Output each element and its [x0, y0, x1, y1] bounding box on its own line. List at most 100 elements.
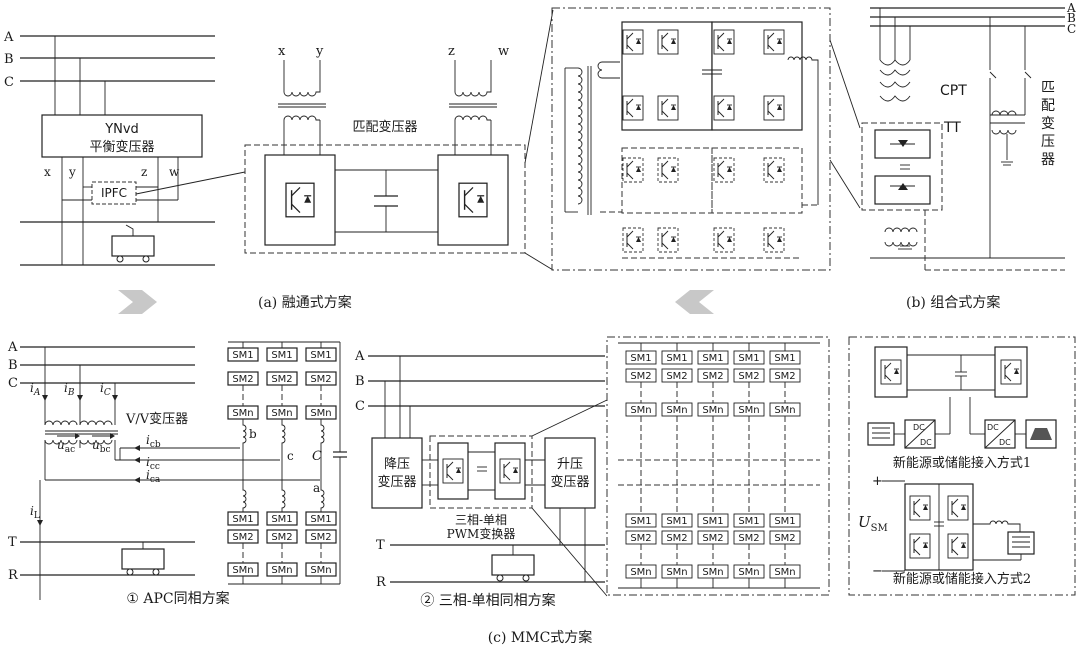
- mmc-sm-label-2-1-0: SM1: [702, 516, 723, 527]
- c1-sm-f1-label: SM1: [310, 514, 331, 525]
- ipfc-label: IPFC: [101, 186, 127, 200]
- mmc-sm-label-2-1-1: SM2: [702, 533, 723, 544]
- c1-rail-r: R: [8, 568, 19, 583]
- b-vert-4: 压: [1041, 134, 1055, 150]
- c2-locomotive: [491, 554, 535, 576]
- pwm-l2: PWM变换器: [447, 526, 516, 541]
- arrow-left-icon: [675, 290, 714, 314]
- term-z: z: [141, 165, 147, 179]
- c1-sm-f2-label: SM2: [310, 532, 331, 543]
- vv-transformer-label: V/V变压器: [125, 411, 188, 427]
- xfmr-left-x: x: [278, 44, 286, 59]
- mmc-sm-label-3-1-0: SM1: [738, 516, 759, 527]
- c1-phase-b: B: [8, 358, 18, 373]
- mmc-sm-1-1-0: [661, 513, 693, 528]
- tt-converter-box: [861, 122, 943, 211]
- i-a: iA: [30, 381, 41, 398]
- c1-sm-a3-label: SMn: [232, 408, 253, 419]
- c1-sm-c2-label: SM2: [310, 374, 331, 385]
- ipfc-box: [91, 181, 137, 205]
- u-bc: ubc: [92, 438, 111, 455]
- i-cc: icc: [146, 455, 160, 472]
- b-vert-3: 变: [1041, 116, 1055, 132]
- panel-c1: A B C iA iB iC V/V变压器 uac ubc icb icc ic…: [7, 340, 347, 607]
- caption-c1: ① APC同相方案: [126, 590, 229, 607]
- arrow-right-icon: [118, 290, 157, 314]
- access-1-label: 新能源或储能接入方式1: [893, 455, 1031, 471]
- mmc-sm-label-4-1-0: SM1: [774, 516, 795, 527]
- xfmr-right-z: z: [448, 44, 455, 59]
- c1-sm-b1-label: SM1: [271, 350, 292, 361]
- panel-a: A B C YNvd 平衡变压器 x y z w IPFC x y: [3, 9, 554, 271]
- mmc-sm-label-1-0-0: SM1: [666, 353, 687, 364]
- c1-sm-f3-label: SMn: [310, 565, 331, 576]
- mmc-sm-label-2-0-2: SMn: [702, 405, 723, 416]
- node-a: a: [313, 481, 320, 495]
- phase-c-label: C: [4, 75, 14, 90]
- c1-sm-c3-label: SMn: [310, 408, 331, 419]
- node-b: b: [249, 427, 257, 441]
- plus-sign: +: [872, 474, 883, 489]
- minus-sign: −: [872, 564, 883, 579]
- dcdc1-bot: DC: [920, 438, 932, 447]
- mmc-sm-2-1-0: [697, 513, 729, 528]
- mmc-sm-label-3-0-2: SMn: [738, 405, 759, 416]
- step-down-l1: 降压: [384, 457, 410, 472]
- battery-icon-2: [1007, 531, 1035, 555]
- mmc-grid: SM1SM2SMnSM1SM2SMnSM1SM2SMnSM1SM2SMnSM1S…: [618, 342, 820, 589]
- access-2-label: 新能源或储能接入方式2: [893, 571, 1031, 587]
- mmc-sm-label-0-1-1: SM2: [630, 533, 651, 544]
- step-up-l1: 升压: [557, 457, 583, 472]
- caption-a: (a) 融通式方案: [258, 294, 352, 311]
- mmc-sm-label-1-1-0: SM1: [666, 516, 687, 527]
- mmc-sm-label-4-1-2: SMn: [774, 567, 795, 578]
- c1-locomotive: [121, 548, 165, 570]
- mmc-sm-label-0-1-2: SMn: [630, 567, 651, 578]
- c1-sm-b3-label: SMn: [271, 408, 292, 419]
- c2-phase-a: A: [354, 349, 365, 364]
- c1-sm-b2-label: SM2: [271, 374, 292, 385]
- c1-rail-t: T: [8, 535, 17, 550]
- mmc-sm-label-1-0-1: SM2: [666, 371, 687, 382]
- b-phase-a: A: [1066, 1, 1076, 15]
- c1-sm-d3-label: SMn: [232, 565, 253, 576]
- mmc-sm-3-1-0: [733, 513, 765, 528]
- b-vert-1: 匹: [1041, 80, 1055, 96]
- term-x: x: [44, 165, 51, 179]
- c2-rail-r: R: [376, 575, 387, 590]
- mmc-sm-label-0-0-2: SMn: [630, 405, 651, 416]
- caption-c: (c) MMC式方案: [488, 629, 593, 646]
- mmc-sm-label-0-0-0: SM1: [630, 353, 651, 364]
- caption-c2: ② 三相-单相同相方案: [420, 592, 555, 609]
- mmc-sm-label-3-0-1: SM2: [738, 371, 759, 382]
- cpt-label: CPT: [940, 83, 967, 99]
- i-l: iL: [30, 504, 40, 521]
- pwm-converter-box: [429, 435, 533, 509]
- i-c: iC: [100, 381, 111, 398]
- node-c: c: [287, 449, 294, 463]
- caption-b: (b) 组合式方案: [906, 294, 1000, 311]
- mmc-sm-label-2-0-0: SM1: [702, 353, 723, 364]
- c1-sm-e2-label: SM2: [271, 532, 292, 543]
- i-ca: ica: [146, 468, 161, 485]
- dcdc2-top: DC: [987, 423, 999, 432]
- ynvd-transformer-box: [41, 114, 203, 158]
- panel-c3: DC DC DC DC 新能源或储能接入方式1 + − USM: [848, 336, 1076, 596]
- mmc-sm-4-1-0: [769, 513, 801, 528]
- ynvd-label: YNvd: [104, 122, 139, 137]
- cap-c-label: C: [312, 449, 322, 464]
- mmc-sm-0-1-0: [625, 513, 657, 528]
- c2-phase-c: C: [355, 399, 365, 414]
- mmc-sm-label-2-0-1: SM2: [702, 371, 723, 382]
- phase-b-label: B: [4, 52, 14, 67]
- back-to-back-converter: [244, 144, 526, 254]
- c1-sm-c1-label: SM1: [310, 350, 331, 361]
- access-box: [848, 336, 1076, 596]
- dcdc1-top: DC: [913, 423, 925, 432]
- c1-sm-d1-label: SM1: [232, 514, 253, 525]
- b-vert-2: 配: [1041, 98, 1055, 114]
- i-cb: icb: [146, 433, 161, 450]
- b-phase-c: C: [1067, 22, 1076, 36]
- step-up-l2: 变压器: [550, 474, 589, 490]
